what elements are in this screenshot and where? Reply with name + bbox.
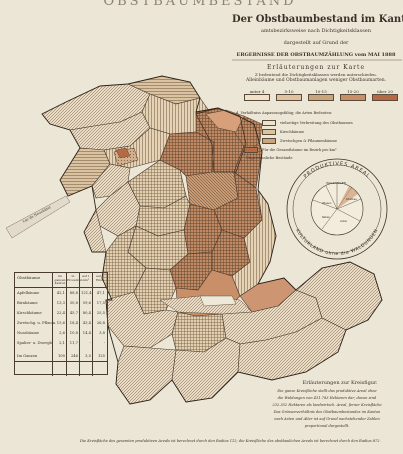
- canton-border: [41, 75, 383, 405]
- key-swatch: [262, 138, 276, 144]
- table-column-header: im ganzen Kanton: [54, 274, 66, 286]
- table-column-header: auf 1 km²: [82, 274, 90, 282]
- key-swatch: [244, 147, 258, 153]
- circle-explanation-line: Die ganze Kreisfläche stellt das produkt…: [277, 389, 377, 393]
- circle-explanation-line: 232.352 Hektaren als landwirtsch. Areal,…: [272, 403, 382, 407]
- statistics-table: Obstbäume im ganzen Kanton in Prozenten …: [14, 272, 108, 376]
- table-row-label: Im Ganzen: [17, 354, 38, 358]
- table-cell: 125: [97, 354, 105, 358]
- table-cell: 59,6: [82, 301, 91, 305]
- density-class-swatch: [372, 94, 398, 101]
- key-label: Kirschbäume: [280, 130, 305, 134]
- density-class-3: 10-15: [308, 88, 334, 101]
- circle-explanation-title: Erläuterungen zur Kreisfigur.: [302, 380, 378, 386]
- table-cell: 3,5: [85, 354, 91, 358]
- table-cell: 43,4: [82, 321, 91, 325]
- density-class-swatch: [308, 94, 334, 101]
- density-class-4: 15-20: [340, 88, 366, 101]
- table-row-label: Apfelbäume: [17, 291, 40, 295]
- circle-explanation-line: Das Grössenverhältnis des Obstbaumbestan…: [273, 410, 381, 414]
- masthead: OBSTBAUMBESTAND: [103, 0, 297, 8]
- density-class-swatch: [340, 94, 366, 101]
- legend-title: Erläuterungen zur Karte: [266, 64, 366, 71]
- table-cell: -: [89, 341, 91, 345]
- density-class-label: 10-15: [315, 89, 327, 94]
- table-cell: 47,1: [96, 291, 105, 295]
- circle-explanation-line: die Waldungen von 431.783 Hektaren dar; …: [277, 396, 377, 400]
- table-column-header: in Prozenten: [67, 274, 83, 282]
- density-class-swatch: [276, 94, 302, 101]
- circle-explanation-line: nach Arten und Alter ist auf Grund nachs…: [274, 417, 380, 421]
- table-cell: 18,4: [69, 321, 78, 325]
- density-class-label: 5-10: [284, 89, 294, 94]
- table-row: Im Ganzen 100 246 3,5 125: [17, 353, 107, 362]
- table-cell: 45,7: [69, 311, 78, 315]
- table-cell: 3,8: [99, 331, 105, 335]
- table-cell: 22,4: [56, 311, 65, 315]
- district-obersimmental: [115, 345, 177, 405]
- district-aarwangen-north: [205, 109, 245, 133]
- legend-note-2: Alleinbäume und Obstbaumanlagen weniger …: [245, 78, 387, 83]
- key-swatch: [262, 129, 276, 135]
- legend-note-1: Z bedeutend die Dichtigkeitsklassen werd…: [254, 72, 378, 77]
- table-column-header: auf 1 Einw.: [95, 274, 105, 282]
- subtitle-line-1: amtsbezirksweise nach Dichtigkeitsklasse…: [261, 28, 371, 34]
- table-row: Kirschbäume 22,4 45,7 80,4 25,5: [17, 310, 107, 319]
- table-row: Zwetschg. u. Pflaum.15,6 18,4 43,4 26,8: [17, 320, 107, 329]
- key-label: vielseitige Verbreitung des Obstbaumes: [280, 121, 353, 125]
- legend-separator-note: d. Verhältniss Anpassungsfähig; die Arte…: [236, 111, 333, 115]
- subtitle-line-2: dargestellt auf Grund der: [283, 40, 349, 46]
- table-cell: 88,8: [69, 291, 78, 295]
- footnote: Die Kreisfläche des gesamten produktiven…: [80, 439, 381, 443]
- density-class-5: über 20: [372, 88, 398, 101]
- table-cell: 100: [57, 354, 65, 358]
- table-row-label: Birnbäume: [17, 301, 38, 305]
- density-class-label: unter 4: [249, 89, 265, 94]
- table-cell: 42,1: [56, 291, 65, 295]
- table-cell: 121,4: [81, 291, 92, 295]
- table-row-label: Nussbäume: [17, 331, 39, 335]
- key-label: Für die Gesamtbäume im Bezirk pro km²: [262, 148, 337, 152]
- table-cell: 11,7: [69, 341, 78, 345]
- density-class-2: 5-10: [276, 88, 302, 101]
- key-label: Zwetschgen & Pflaumenbäume: [280, 139, 337, 143]
- lake-neuchatel: [5, 195, 71, 239]
- density-class-label: über 20: [377, 89, 393, 94]
- table-cell: -: [103, 341, 105, 345]
- table-header: Obstbäume: [17, 275, 41, 280]
- table-cell: 246: [70, 354, 78, 358]
- density-class-1: unter 4: [244, 88, 270, 101]
- table-row: Spalier- u. Zwergb. 2,1 11,7 - -: [17, 340, 107, 349]
- table-row: Nussbäume 2,6 10,8 14,4 3,8: [17, 330, 107, 339]
- circle-explanation-line: proportional dargestellt.: [304, 424, 350, 428]
- table-cell: 80,4: [82, 311, 91, 315]
- lake-thun: [199, 295, 237, 307]
- table-cell: 17,5: [96, 301, 105, 305]
- table-cell: 30,8: [69, 301, 78, 305]
- unterholz-label: Ungewöhnliche Bestände: [246, 156, 293, 160]
- density-class-swatch: [244, 94, 270, 101]
- table-cell: 15,6: [56, 321, 65, 325]
- table-row-label: Kirschbäume: [17, 311, 42, 315]
- table-cell: 26,8: [96, 321, 105, 325]
- table-cell: 2,1: [59, 341, 65, 345]
- circle-figure: [286, 158, 388, 260]
- table-cell: 2,6: [59, 331, 65, 335]
- table-cell: 10,8: [69, 331, 78, 335]
- key-swatch: [262, 120, 276, 126]
- table-row: Birnbäume 13,3 30,8 59,6 17,5: [17, 300, 107, 309]
- district-biel-core: [115, 147, 131, 159]
- density-class-label: 15-20: [347, 89, 359, 94]
- table-cell: 14,4: [82, 331, 91, 335]
- table-row-label: Zwetschg. u. Pflaum.: [17, 321, 57, 325]
- table-row-label: Spalier- u. Zwergb.: [17, 341, 54, 345]
- table-cell: 25,5: [96, 311, 105, 315]
- map-title: Der Obstbaumbestand im Kanton Bern: [232, 14, 403, 25]
- subtitle-line-3: ERGEBNISSE DER OBSTBAUMZÄHLUNG vom MAI 1…: [236, 52, 396, 58]
- density-class-legend: unter 4 5-10 10-15 15-20 über 20: [244, 88, 398, 106]
- table-cell: 13,3: [56, 301, 65, 305]
